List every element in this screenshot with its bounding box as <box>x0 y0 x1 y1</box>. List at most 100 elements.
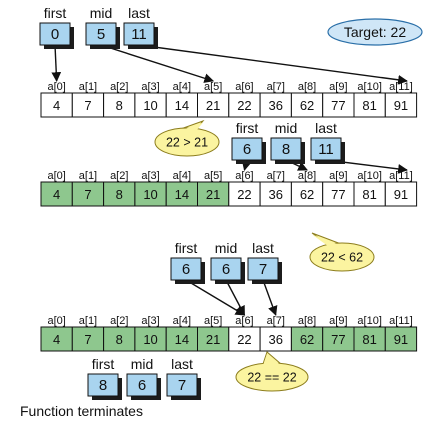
pointer-box-last <box>310 137 342 161</box>
array-cell <box>197 326 230 352</box>
pointer-value-mid: 6 <box>138 377 146 394</box>
cell-value: 77 <box>331 187 345 202</box>
pointer-arrow-last <box>138 44 408 85</box>
cell-value: 36 <box>269 187 283 202</box>
index-label: a[4] <box>173 170 191 182</box>
array-cell <box>71 326 105 352</box>
cell-value: 91 <box>394 187 408 202</box>
index-label: a[2] <box>110 315 128 327</box>
cell-value: 10 <box>143 187 157 202</box>
array-row-2: 4a[0]7a[1]8a[2]10a[3]14a[4]21a[5]22a[6]3… <box>40 170 418 207</box>
index-label: a[9] <box>329 170 347 182</box>
cell-value: 14 <box>175 332 189 347</box>
array-cell <box>40 92 73 118</box>
bubble-tail-fill <box>312 234 341 248</box>
target-label: Target: 22 <box>344 24 406 40</box>
pointer-name-first: first <box>175 240 198 256</box>
index-label: a[8] <box>298 81 316 93</box>
index-label: a[10] <box>357 315 381 327</box>
comparison-text: 22 > 21 <box>166 136 208 150</box>
cell-value: 8 <box>116 332 123 347</box>
array-cell <box>71 92 105 118</box>
cell-value: 14 <box>175 187 189 202</box>
pointer-value-first: 6 <box>182 261 190 278</box>
bubble-body <box>309 242 375 272</box>
index-label: a[7] <box>267 170 285 182</box>
index-label: a[6] <box>235 170 253 182</box>
index-label: a[10] <box>357 81 381 93</box>
pointer-name-first: first <box>92 356 115 372</box>
pointer-box-first <box>39 22 71 46</box>
pointer-name-mid: mid <box>215 240 238 256</box>
footer-text: Function terminates <box>20 403 143 419</box>
array-cell <box>165 181 198 207</box>
cell-value: 62 <box>300 187 314 202</box>
index-label: a[5] <box>204 81 222 93</box>
cell-value: 81 <box>362 98 376 113</box>
pointer-box-mid <box>210 257 242 281</box>
array-cell <box>384 326 418 352</box>
array-cell <box>103 92 136 118</box>
array-cell <box>197 92 230 118</box>
cell-value: 36 <box>269 332 283 347</box>
array-cell <box>40 181 73 207</box>
cell-value: 4 <box>53 332 60 347</box>
index-label: a[11] <box>389 315 413 327</box>
pointer-name-last: last <box>315 120 337 136</box>
cell-value: 62 <box>300 332 314 347</box>
cell-value: 22 <box>237 187 251 202</box>
array-cell <box>165 326 198 352</box>
cell-value: 22 <box>237 98 251 113</box>
pointer-value-first: 0 <box>51 26 59 43</box>
cell-value: 14 <box>175 98 189 113</box>
arrows-layer <box>51 44 408 316</box>
target-ellipse <box>327 18 423 46</box>
index-label: a[7] <box>267 81 285 93</box>
pointer-value-first: 8 <box>99 377 107 394</box>
array-cell <box>134 181 167 207</box>
pointer-arrow-mid <box>100 44 215 83</box>
index-label: a[3] <box>141 170 159 182</box>
target-badge: Target: 22 <box>327 18 423 46</box>
array-cell <box>103 181 136 207</box>
index-label: a[4] <box>173 81 191 93</box>
index-label: a[11] <box>389 81 413 93</box>
bubble-tail-fill <box>263 353 281 366</box>
index-label: a[3] <box>141 81 159 93</box>
pointer-value-mid: 6 <box>222 261 230 278</box>
array-cell <box>197 181 230 207</box>
index-label: a[11] <box>389 170 413 182</box>
cell-value: 81 <box>362 187 376 202</box>
bubble-tail-fill <box>175 122 203 134</box>
pointer-name-last: last <box>171 356 193 372</box>
pointer-arrow-first <box>185 279 246 316</box>
cell-value: 7 <box>84 98 91 113</box>
cell-value: 77 <box>331 332 345 347</box>
index-label: a[1] <box>79 81 97 93</box>
array-cell <box>259 326 292 352</box>
pointers-layer: first0mid5last11first6mid8last11first6mi… <box>39 5 345 400</box>
array-cell <box>71 181 105 207</box>
array-cell <box>353 92 386 118</box>
comparison-text: 22 == 22 <box>247 371 296 385</box>
index-label: a[5] <box>204 170 222 182</box>
pointer-value-last: 7 <box>178 377 186 394</box>
array-cell <box>290 326 324 352</box>
cell-value: 4 <box>53 98 60 113</box>
cell-value: 77 <box>331 98 345 113</box>
index-label: a[0] <box>47 170 65 182</box>
array-cell <box>134 92 167 118</box>
bubble-body <box>154 127 220 157</box>
array-cell <box>103 326 136 352</box>
cell-value: 8 <box>116 187 123 202</box>
index-label: a[6] <box>235 315 253 327</box>
index-label: a[1] <box>79 170 97 182</box>
pointer-name-last: last <box>128 5 150 21</box>
pointer-value-first: 6 <box>243 141 251 158</box>
index-label: a[0] <box>47 315 65 327</box>
cell-value: 7 <box>84 332 91 347</box>
pointer-name-last: last <box>252 240 274 256</box>
